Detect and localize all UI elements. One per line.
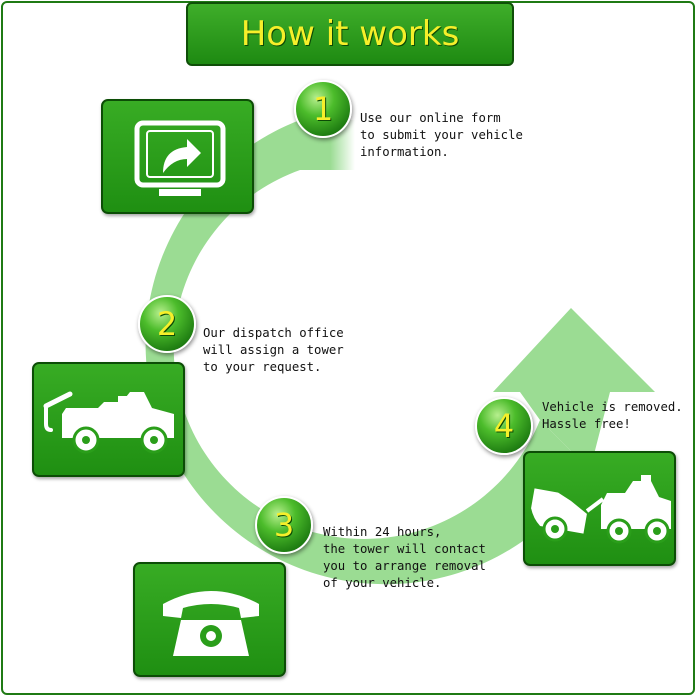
- page-title: How it works: [240, 14, 460, 54]
- step-1-line: information.: [360, 145, 449, 159]
- step-2-line: to your request.: [203, 360, 322, 374]
- step-2-tile: [32, 362, 185, 477]
- step-3-line: you to arrange removal: [323, 559, 486, 573]
- step-3-tile: [133, 562, 286, 677]
- step-1-tile: [101, 99, 254, 214]
- step-4-number: 4: [493, 407, 515, 445]
- step-3-line: Within 24 hours,: [323, 525, 442, 539]
- step-3-description: Within 24 hours, the tower will contact …: [323, 524, 486, 592]
- title-banner: How it works: [186, 2, 514, 66]
- monitor-arrow-icon: [134, 120, 226, 196]
- step-2-badge: 2: [138, 295, 196, 353]
- step-1-badge: 1: [294, 80, 352, 138]
- step-1-description: Use our online form to submit your vehic…: [360, 110, 523, 161]
- step-2-number: 2: [156, 305, 178, 343]
- step-4-line: Vehicle is removed.: [542, 400, 683, 414]
- step-3-badge: 3: [255, 496, 313, 554]
- towing-car-icon: [531, 475, 671, 544]
- step-3-number: 3: [273, 506, 295, 544]
- step-1-number: 1: [312, 90, 334, 128]
- step-4-line: Hassle free!: [542, 417, 631, 431]
- step-2-line: Our dispatch office: [203, 326, 344, 340]
- telephone-icon: [163, 591, 259, 656]
- step-4-tile: [523, 451, 676, 566]
- flow-arrow-head: [493, 308, 655, 470]
- step-4-description: Vehicle is removed. Hassle free!: [542, 399, 683, 433]
- step-1-line: Use our online form: [360, 111, 501, 125]
- step-3-line: of your vehicle.: [323, 576, 442, 590]
- step-2-description: Our dispatch office will assign a tower …: [203, 325, 344, 376]
- step-1-line: to submit your vehicle: [360, 128, 523, 142]
- step-4-badge: 4: [475, 397, 533, 455]
- step-2-line: will assign a tower: [203, 343, 344, 357]
- step-3-line: the tower will contact: [323, 542, 486, 556]
- tow-truck-icon: [43, 391, 174, 454]
